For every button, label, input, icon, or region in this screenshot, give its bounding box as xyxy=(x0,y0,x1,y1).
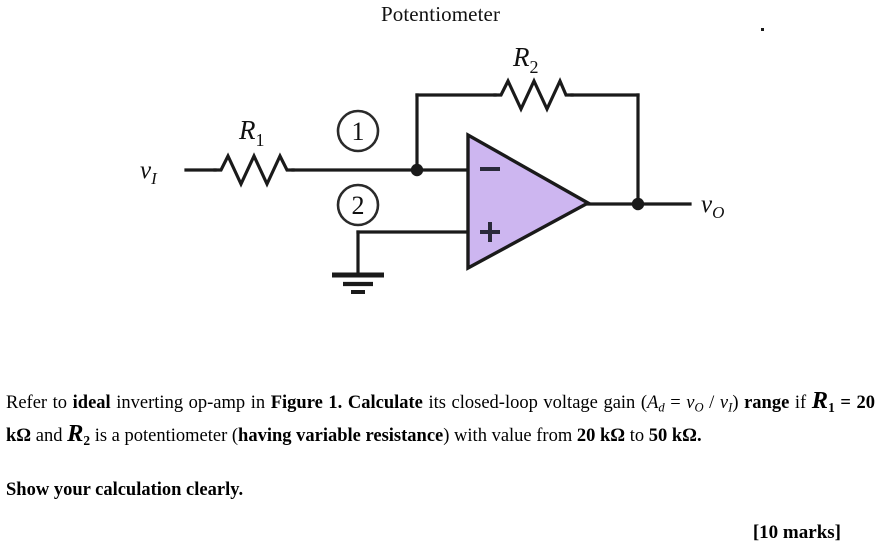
r1-subscript: 1 xyxy=(828,399,835,415)
resistor-r2-zigzag xyxy=(493,77,574,113)
resistor-r1-label: R1 xyxy=(238,115,265,150)
opamp-noninverting-sign xyxy=(480,222,500,242)
r2-symbol: R xyxy=(67,419,84,447)
q-period-1: . xyxy=(337,393,348,413)
r1-inline-expression: R1 xyxy=(811,387,835,415)
gain-subscript: d xyxy=(658,400,665,415)
circuit-diagram-svg: 1 2 vI vO R1 R2 xyxy=(140,42,724,294)
q-final-period: . xyxy=(696,425,702,446)
potentiometer-terminal-2-label: 2 xyxy=(352,191,365,220)
question-text-block: Refer to ideal inverting op-amp in Figur… xyxy=(6,388,875,546)
r2-subscript: 2 xyxy=(83,432,91,448)
output-label: vO xyxy=(701,191,724,222)
potentiometer-terminal-1-circle xyxy=(336,109,380,153)
stray-dot-artifact xyxy=(761,28,764,31)
opamp-triangle xyxy=(466,132,592,271)
q-to: to xyxy=(629,425,649,446)
question-paragraph: Refer to ideal inverting op-amp in Figur… xyxy=(6,388,875,454)
gain-slash: / xyxy=(703,393,720,413)
resistor-r1-zigzag xyxy=(213,152,295,188)
r1-symbol: R xyxy=(811,387,829,414)
q-is-potentiometer: is a potentiometer ( xyxy=(90,425,239,446)
gain-close-paren: ) xyxy=(732,393,739,413)
q-range-high: 50 kΩ xyxy=(648,425,697,446)
gain-expression: Ad = vO / vI) xyxy=(647,393,739,415)
q-variable-resistance: having variable resistance xyxy=(238,425,444,446)
gain-denominator-sub: I xyxy=(728,400,733,415)
q-figure-ref: Figure 1 xyxy=(270,393,338,413)
q-calculate: Calculate xyxy=(347,393,423,413)
gain-numerator-sub: O xyxy=(694,400,704,415)
input-source-label: vI xyxy=(140,157,158,188)
q-refer-to: Refer to xyxy=(6,393,73,413)
q-if: if xyxy=(789,393,812,413)
gain-symbol: A xyxy=(647,393,659,413)
output-node-dot xyxy=(631,197,645,211)
gain-denominator: v xyxy=(719,393,729,413)
q-range-low: 20 kΩ xyxy=(576,425,626,446)
show-calculation-instruction: Show your calculation clearly. xyxy=(6,479,244,500)
potentiometer-title: Potentiometer xyxy=(380,2,501,26)
inverting-node-dot xyxy=(410,163,424,177)
opamp-inverting-sign xyxy=(480,167,500,171)
q-ideal: ideal xyxy=(72,393,111,413)
potentiometer-terminal-2-circle xyxy=(336,183,380,227)
circuit-figure: Potentiometer xyxy=(140,2,764,294)
gain-equals: = xyxy=(664,393,687,413)
ground-symbol xyxy=(332,272,384,294)
q-range: range xyxy=(744,393,790,413)
q-closed-loop-gain: its closed-loop voltage gain ( xyxy=(422,393,648,413)
r2-inline-expression: R2 xyxy=(67,420,90,447)
r1-value: = 20 kΩ xyxy=(6,393,876,446)
q-inverting-opamp: inverting op-amp in xyxy=(110,393,271,413)
q-with-value-from: ) with value from xyxy=(443,425,577,446)
gain-numerator: v xyxy=(686,393,695,413)
q-and: and xyxy=(31,425,68,446)
marks-allocation: [10 marks] xyxy=(752,521,841,543)
potentiometer-terminal-1-label: 1 xyxy=(352,117,365,146)
resistor-r2-label: R2 xyxy=(512,42,539,77)
